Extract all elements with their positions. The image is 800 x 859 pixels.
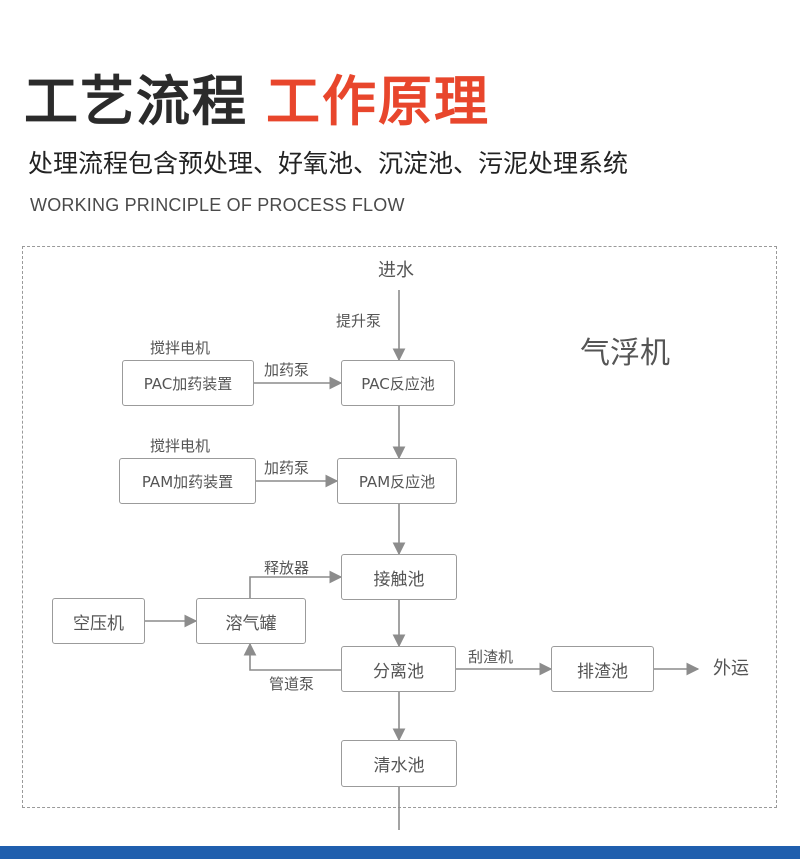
node-contact-tank: 接触池 — [341, 554, 457, 600]
node-pam-tank: PAM反应池 — [337, 458, 457, 504]
label-mixer-motor-2: 搅拌电机 — [150, 437, 211, 455]
english-subtitle: WORKING PRINCIPLE OF PROCESS FLOW — [30, 195, 405, 215]
label-mixer-motor-1: 搅拌电机 — [150, 339, 211, 357]
label-lift-pump: 提升泵 — [336, 312, 382, 330]
label-dosing-pump-2: 加药泵 — [264, 459, 310, 477]
node-pac-device: PAC加药装置 — [122, 360, 254, 406]
machine-label: 气浮机 — [580, 336, 670, 371]
node-pac-tank: PAC反应池 — [341, 360, 455, 406]
bottom-accent-bar — [0, 846, 800, 859]
arrow-air-tank-to-contact-tank — [249, 570, 343, 598]
label-inflow: 进水 — [378, 260, 414, 281]
label-releaser: 释放器 — [264, 559, 310, 577]
page-title: 工艺流程工作原理 — [24, 70, 490, 134]
node-air-compressor: 空压机 — [52, 598, 145, 644]
node-clear-water-tank: 清水池 — [341, 740, 457, 787]
arrow-separation-tank-to-air-tank — [243, 642, 341, 671]
node-slag-tank: 排渣池 — [551, 646, 654, 692]
label-transport-out: 外运 — [713, 658, 749, 679]
node-separation-tank: 分离池 — [341, 646, 456, 692]
node-dissolved-air-tank: 溶气罐 — [196, 598, 306, 644]
page-subtitle: 处理流程包含预处理、好氧池、沉淀池、污泥处理系统 — [28, 149, 629, 178]
label-scraper: 刮渣机 — [468, 648, 514, 666]
title-process-flow: 工艺流程 — [24, 70, 248, 133]
label-pipeline-pump: 管道泵 — [269, 675, 315, 693]
node-pam-device: PAM加药装置 — [119, 458, 256, 504]
title-working-principle: 工作原理 — [266, 70, 490, 133]
label-dosing-pump-1: 加药泵 — [264, 361, 310, 379]
